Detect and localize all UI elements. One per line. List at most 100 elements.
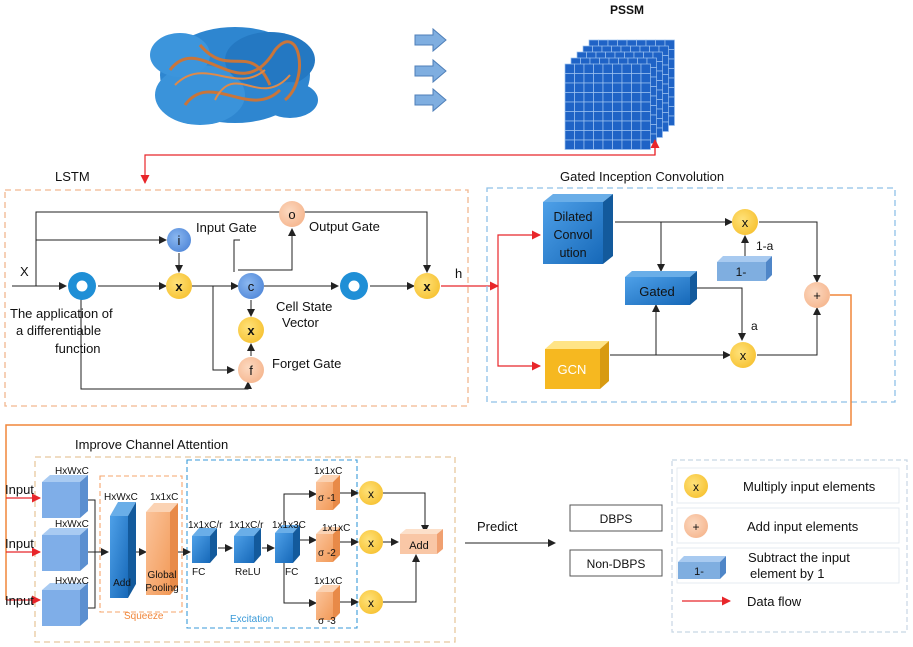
svg-text:Add: Add — [113, 578, 131, 589]
svg-text:c: c — [248, 279, 255, 294]
input-gate-label: Input Gate — [196, 220, 257, 235]
dbps-label: DBPS — [600, 512, 633, 526]
legend-multiply-label: Multiply input elements — [743, 479, 876, 494]
svg-text:Pooling: Pooling — [145, 583, 178, 594]
svg-text:1-: 1- — [694, 566, 704, 578]
lstm-box — [4, 189, 469, 407]
svg-text:x: x — [693, 480, 699, 494]
legend-add-label: Add input elements — [747, 519, 859, 534]
diff-function-label-1: The application of — [10, 306, 113, 321]
cell-state-node: c — [238, 273, 264, 299]
multiply-node-2: x — [238, 317, 264, 343]
ica-multiply-node-1: x — [359, 481, 383, 505]
cell-state-label-1: Cell State — [276, 299, 332, 314]
gic-to-ica-line — [5, 294, 852, 600]
a-label: a — [751, 319, 758, 333]
svg-text:i: i — [178, 233, 181, 248]
x-label: X — [20, 264, 29, 279]
svg-text:x: x — [175, 279, 183, 294]
ica-box — [34, 456, 456, 643]
svg-text:x: x — [423, 279, 431, 294]
non-dbps-label: Non-DBPS — [587, 557, 646, 571]
sigma1-label: σ -1 — [318, 493, 336, 504]
output-gate-node: o — [279, 201, 305, 227]
svg-text:x: x — [247, 323, 255, 338]
non-dbps-box — [569, 549, 663, 577]
multiply-node-3: x — [414, 273, 440, 299]
fc1-label: FC — [192, 567, 205, 578]
lstm-title: LSTM — [55, 169, 90, 184]
gic-multiply-node-top: x — [732, 209, 758, 235]
transform-arrows — [414, 27, 447, 113]
h-label: h — [455, 266, 462, 281]
svg-text:Gated: Gated — [639, 284, 674, 299]
legend-subtract-label-1: Subtract the input — [748, 550, 850, 565]
svg-text:x: x — [368, 487, 374, 501]
input-cube-2 — [42, 528, 88, 571]
svg-text:Global: Global — [148, 570, 177, 581]
fc-block-1 — [192, 528, 217, 563]
svg-text:x: x — [368, 536, 374, 550]
input-label-2: Input — [5, 536, 34, 551]
input-label-1: Input — [5, 482, 34, 497]
svg-text:o: o — [288, 207, 295, 222]
sigma2-label: σ -2 — [318, 548, 336, 559]
legend-multiply-symbol: x — [684, 474, 708, 498]
squeeze-box — [99, 475, 183, 613]
squeeze-hwc-label: HxWxC — [104, 492, 138, 503]
output-gate-label: Output Gate — [309, 219, 380, 234]
gcn-block: GCN — [545, 341, 609, 389]
gic-box — [486, 187, 896, 403]
excitation-label: Excitation — [230, 614, 273, 625]
gic-multiply-node-bottom: x — [730, 342, 756, 368]
dbps-box — [569, 504, 663, 532]
squeeze-label: Squeeze — [124, 611, 164, 622]
multiply-node-1: x — [166, 273, 192, 299]
relu-block — [234, 528, 261, 563]
ica-connections — [88, 489, 429, 609]
sigma1-block — [316, 475, 340, 510]
svg-text:Add: Add — [409, 540, 429, 552]
svg-text:+: + — [692, 520, 699, 534]
one-minus-a-label: 1-a — [756, 239, 774, 253]
gic-connections — [610, 218, 821, 359]
dilated-convolution-block: Dilated Convol ution — [543, 194, 613, 264]
fc2-label: FC — [285, 567, 298, 578]
pool-c11-label: 1x1xC — [150, 492, 178, 503]
ica-title: Improve Channel Attention — [75, 437, 228, 452]
hwc-label-3: HxWxC — [55, 576, 89, 587]
pssm-layer — [564, 63, 651, 150]
svg-text:x: x — [368, 596, 374, 610]
input-arrows — [6, 493, 41, 605]
legend-subtract-symbol: 1- — [678, 556, 726, 579]
forget-gate-label: Forget Gate — [272, 356, 341, 371]
pssm-stack — [564, 39, 675, 150]
fc2-dim-label: 1x1x3C — [272, 520, 306, 531]
cell-state-label-2: Vector — [282, 315, 320, 330]
gated-block: Gated — [625, 271, 697, 305]
add-block: Add — [110, 502, 136, 598]
relu-label: ReLU — [235, 567, 261, 578]
input-gate-node: i — [167, 228, 191, 252]
hwc-label-2: HxWxC — [55, 519, 89, 530]
svg-text:f: f — [249, 363, 253, 378]
sigma3-dim-label: 1x1xC — [314, 576, 342, 587]
sigma3-block — [316, 585, 340, 620]
excitation-box — [186, 459, 358, 629]
svg-text:+: + — [813, 288, 821, 303]
svg-text:Dilated: Dilated — [554, 210, 593, 224]
svg-text:ution: ution — [559, 246, 586, 260]
forget-gate-node: f — [238, 357, 264, 383]
predict-label: Predict — [477, 519, 518, 534]
legend-add-symbol: + — [684, 514, 708, 538]
relu-dim-label: 1x1xC/r — [229, 520, 264, 531]
sigma2-block — [316, 527, 340, 562]
legend-data-flow-label: Data flow — [747, 594, 802, 609]
input-cube-3 — [42, 583, 88, 626]
diff-function-label-2: a differentiable — [16, 323, 101, 338]
gic-add-node: + — [804, 282, 830, 308]
h-to-gcn-arrow — [497, 286, 541, 371]
sigma2-dim-label: 1x1xC — [322, 523, 350, 534]
input-label-3: Input — [5, 593, 34, 608]
